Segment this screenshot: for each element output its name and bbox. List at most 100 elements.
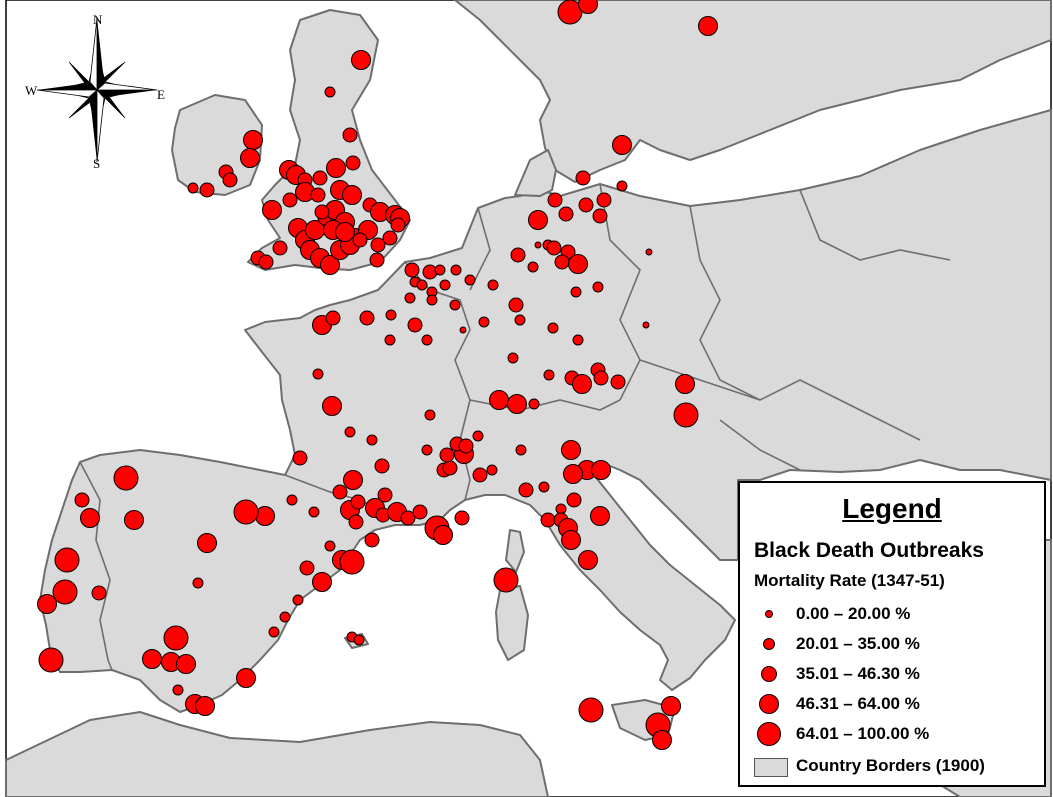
compass-rose: N S E W <box>25 12 165 171</box>
outbreak-marker-65 <box>546 240 562 256</box>
outbreak-marker-106 <box>610 374 626 390</box>
outbreak-marker-165 <box>80 508 100 528</box>
outbreak-marker-152 <box>400 510 416 526</box>
outbreak-marker-49 <box>369 252 385 268</box>
legend-class-1-label: 0.00 – 20.00 % <box>796 604 911 623</box>
corsica <box>505 529 525 573</box>
outbreak-marker-80 <box>487 279 499 291</box>
outbreak-marker-59 <box>558 206 574 222</box>
outbreak-marker-53 <box>612 135 632 155</box>
outbreak-marker-107 <box>675 374 695 394</box>
legend-borders-label: Country Borders (1900) <box>796 756 985 775</box>
compass-arrow-east <box>97 90 157 97</box>
outbreak-marker-185 <box>236 668 256 688</box>
outbreak-marker-170 <box>339 549 365 575</box>
outbreak-marker-39 <box>390 217 406 233</box>
border-germany <box>469 183 641 401</box>
outbreak-marker-192 <box>661 696 681 716</box>
border-france-east <box>404 261 471 501</box>
outbreak-marker-60 <box>547 192 563 208</box>
outbreak-marker-116 <box>366 434 378 446</box>
outbreak-marker-188 <box>195 696 215 716</box>
compass-arrow-west <box>37 83 97 90</box>
outbreak-marker-109 <box>312 368 324 380</box>
outbreak-marker-179 <box>192 577 204 589</box>
outbreak-marker-163 <box>113 465 139 491</box>
border-portugal <box>79 461 113 671</box>
border-baltic <box>799 189 951 261</box>
legend-class-1: 0.00 – 20.00 % <box>740 601 1044 627</box>
outbreak-marker-85 <box>449 299 461 311</box>
legend-class-4-label: 46.31 – 64.00 % <box>796 694 920 713</box>
outbreak-marker-101 <box>543 369 555 381</box>
outbreak-marker-171 <box>312 572 332 592</box>
outbreak-marker-108 <box>673 402 699 428</box>
outbreak-marker-135 <box>591 460 611 480</box>
outbreak-marker-148 <box>350 494 366 510</box>
outbreak-marker-37 <box>370 237 386 253</box>
outbreak-marker-177 <box>52 579 78 605</box>
compass-arrow-north-light <box>89 17 98 92</box>
outbreak-marker-128 <box>472 430 484 442</box>
compass-arrow-north <box>97 18 104 90</box>
legend-class-5-label: 64.01 – 100.00 % <box>796 724 930 743</box>
outbreak-marker-120 <box>374 458 390 474</box>
legend-class-2-label: 20.01 – 35.00 % <box>796 634 920 653</box>
compass-w-label: W <box>25 83 38 98</box>
outbreak-marker-79 <box>464 274 476 286</box>
outbreak-marker-140 <box>540 512 556 528</box>
outbreak-marker-6 <box>243 130 263 150</box>
outbreak-marker-173 <box>292 594 304 606</box>
outbreak-marker-172 <box>299 560 315 576</box>
compass-arrow-south-light <box>96 88 105 163</box>
legend-class-3-label: 35.01 – 46.30 % <box>796 664 920 683</box>
outbreak-marker-121 <box>377 487 393 503</box>
legend-class-5: 64.01 – 100.00 % <box>740 721 1044 747</box>
north-africa <box>5 711 549 797</box>
outbreak-marker-130 <box>486 464 498 476</box>
outbreak-marker-112 <box>489 390 509 410</box>
outbreak-marker-61 <box>528 210 548 230</box>
outbreak-marker-184 <box>176 654 196 674</box>
outbreak-marker-74 <box>450 264 462 276</box>
outbreak-marker-84 <box>426 294 438 306</box>
outbreak-marker-20 <box>282 192 298 208</box>
outbreak-marker-117 <box>421 444 433 456</box>
outbreak-marker-160 <box>233 499 259 525</box>
legend-class-3: 35.01 – 46.30 % <box>740 661 1044 687</box>
outbreak-marker-190 <box>493 567 519 593</box>
outbreak-marker-144 <box>578 550 598 570</box>
compass-arrow-west-light <box>36 89 99 98</box>
outbreak-marker-67 <box>554 254 570 270</box>
legend-class-4: 46.31 – 64.00 % <box>740 691 1044 717</box>
outbreak-marker-19 <box>262 200 282 220</box>
outbreak-marker-105 <box>593 370 609 386</box>
outbreak-marker-3 <box>698 16 718 36</box>
outbreak-marker-78 <box>439 279 451 291</box>
outbreak-marker-97 <box>407 317 423 333</box>
outbreak-marker-137 <box>518 482 534 498</box>
outbreak-marker-2 <box>578 0 598 14</box>
ireland <box>171 94 263 196</box>
outbreak-marker-87 <box>514 314 526 326</box>
outbreak-marker-52 <box>335 222 355 242</box>
outbreak-marker-118 <box>292 450 308 466</box>
outbreak-marker-57 <box>578 197 594 213</box>
outbreak-marker-110 <box>322 396 342 416</box>
denmark <box>514 149 557 197</box>
outbreak-marker-82 <box>592 281 604 293</box>
outbreak-marker-9 <box>187 182 199 194</box>
outbreak-marker-153 <box>412 504 428 520</box>
outbreak-marker-111 <box>424 409 436 421</box>
outbreak-marker-4 <box>351 50 371 70</box>
outbreak-marker-162 <box>308 506 320 518</box>
outbreak-marker-191 <box>578 697 604 723</box>
outbreak-marker-90 <box>547 322 559 334</box>
outbreak-marker-46 <box>272 240 288 256</box>
outbreak-marker-146 <box>332 484 348 500</box>
outbreak-marker-161 <box>286 494 298 506</box>
outbreak-marker-86 <box>508 297 524 313</box>
border-austria <box>639 359 761 401</box>
compass-s-label: S <box>93 156 100 171</box>
